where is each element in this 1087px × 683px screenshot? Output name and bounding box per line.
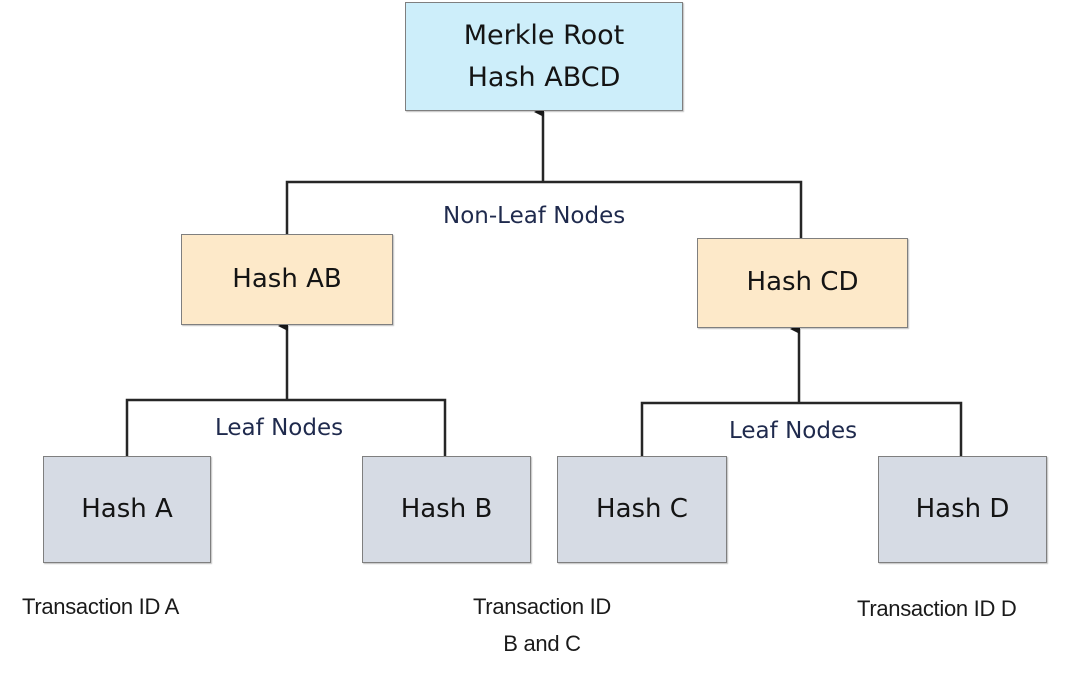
hash-c-label: Hash C: [596, 493, 688, 524]
hash-d-node: Hash D: [878, 456, 1047, 563]
hash-b-label: Hash B: [400, 493, 493, 524]
connector-leaf-bracket-right: [640, 401, 963, 456]
transaction-bc-caption: Transaction ID B and C: [450, 588, 634, 663]
leaf-nodes-label-left: Leaf Nodes: [215, 415, 344, 441]
transaction-d-line1: Transaction ID D: [857, 596, 1017, 621]
hash-a-node: Hash A: [43, 456, 211, 563]
transaction-a-line1: Transaction ID A: [22, 594, 180, 619]
transaction-bc-line2: B and C: [503, 631, 581, 657]
root-hash: Hash ABCD: [467, 61, 621, 93]
hash-cd-node: Hash CD: [697, 238, 908, 328]
hash-d-label: Hash D: [915, 493, 1010, 524]
hash-ab-label: Hash AB: [232, 263, 342, 294]
hash-b-node: Hash B: [362, 456, 531, 563]
root-title: Merkle Root: [463, 19, 625, 51]
transaction-bc-line1: Transaction ID: [472, 594, 612, 619]
hash-c-node: Hash C: [557, 456, 727, 563]
hash-a-label: Hash A: [81, 493, 173, 524]
merkle-root-node: Merkle Root Hash ABCD: [405, 2, 683, 111]
leaf-nodes-label-right: Leaf Nodes: [729, 418, 858, 444]
non-leaf-nodes-label: Non-Leaf Nodes: [443, 203, 626, 229]
hash-ab-node: Hash AB: [181, 234, 393, 325]
transaction-a-caption: Transaction ID A: [22, 588, 179, 625]
hash-cd-label: Hash CD: [746, 267, 859, 298]
transaction-d-caption: Transaction ID D: [857, 590, 1017, 627]
